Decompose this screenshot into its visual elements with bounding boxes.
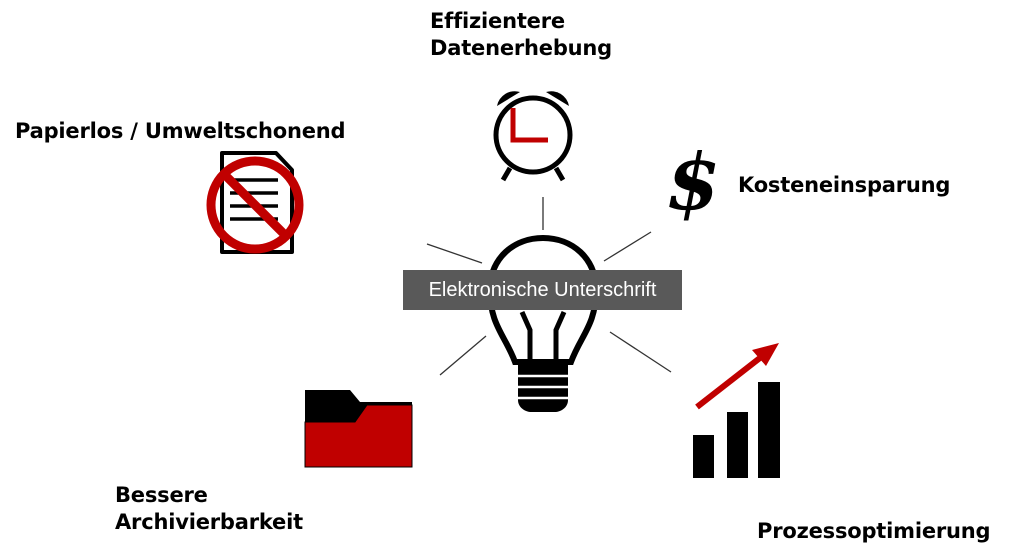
benefit-paperless: Papierlos / Umweltschonend — [15, 119, 346, 143]
ray — [439, 335, 487, 376]
benefit-efficient-data: Effizientere Datenerhebung — [430, 8, 612, 62]
center-label: Elektronische Unterschrift — [403, 270, 682, 310]
dollar-icon: $ — [666, 137, 721, 228]
arrow — [695, 351, 767, 410]
lightbulb-icon — [486, 234, 600, 412]
ray — [603, 231, 652, 262]
growth-chart-icon — [693, 343, 780, 478]
rays — [426, 197, 672, 376]
label-line: Bessere — [115, 483, 208, 507]
benefit-archiving: Bessere Archivierbarkeit — [115, 482, 303, 536]
bar — [727, 412, 748, 478]
folder-icon — [304, 390, 413, 468]
bar — [758, 382, 780, 478]
label-line: Archivierbarkeit — [115, 510, 303, 534]
benefit-cost-savings: Kosteneinsparung — [738, 173, 951, 197]
ray — [609, 331, 672, 373]
benefit-process-optimization: Prozessoptimierung — [757, 519, 991, 543]
label-line: Datenerhebung — [430, 36, 612, 60]
label-line: Effizientere — [430, 9, 565, 33]
bar — [693, 435, 714, 478]
no-paper-icon — [206, 151, 304, 254]
ray — [426, 243, 483, 264]
alarm-clock-icon — [493, 91, 573, 182]
